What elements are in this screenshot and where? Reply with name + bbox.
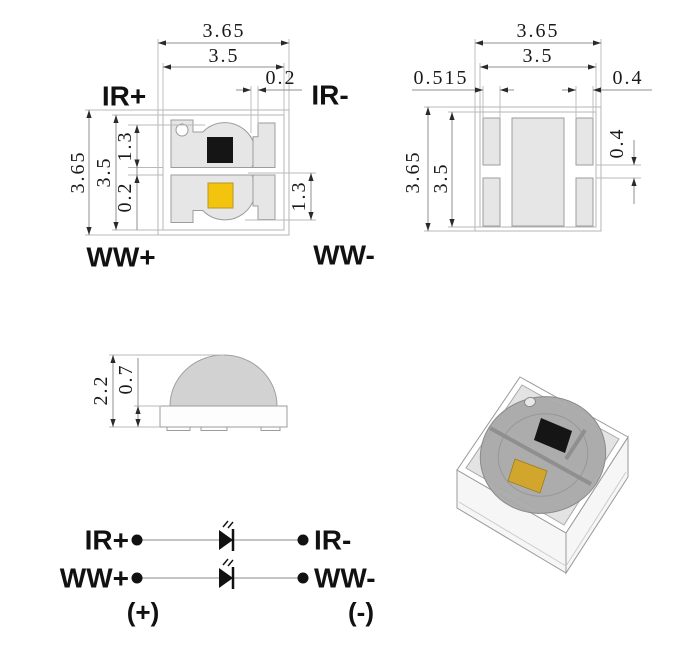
dim-value: 0.7 bbox=[115, 364, 137, 395]
dim-value: 0.4 bbox=[606, 128, 628, 159]
dim-top-outer-width: 3.65 bbox=[474, 20, 602, 107]
dim-value: 1.3 bbox=[114, 131, 136, 162]
dim-top-pad-gap: 0.2 bbox=[236, 67, 302, 133]
pad-left-top bbox=[482, 117, 501, 166]
dim-value: 0.4 bbox=[613, 67, 644, 89]
pad-right-top bbox=[575, 117, 594, 166]
pad-left-bottom bbox=[482, 177, 501, 227]
label-ww-cathode: WW- bbox=[314, 563, 376, 594]
ir-chip-3d bbox=[534, 418, 572, 453]
extension-lines bbox=[482, 86, 501, 117]
ww-cathode-node bbox=[297, 572, 309, 584]
dim-left-outer-height: 3.65 bbox=[402, 106, 475, 232]
emission-arrows bbox=[222, 520, 234, 529]
label-positive: (+) bbox=[127, 597, 160, 627]
dim-left-chip-and-gap: 1.3 0.2 bbox=[114, 124, 205, 230]
slug-gap-lines bbox=[489, 426, 592, 486]
dim-value: 1.3 bbox=[288, 181, 310, 212]
lower-right-pad bbox=[252, 174, 276, 220]
extension-lines bbox=[128, 124, 205, 176]
dimension-arrows bbox=[568, 87, 601, 93]
pad-center-thermal bbox=[511, 117, 565, 227]
extension-lines bbox=[575, 86, 594, 117]
dim-value: 3.5 bbox=[209, 45, 240, 67]
ir-diode-symbol bbox=[219, 520, 235, 551]
ir-cathode-node bbox=[297, 534, 309, 546]
upper-right-pad bbox=[252, 122, 276, 168]
label-ww-plus: WW+ bbox=[86, 242, 155, 273]
diode-triangle bbox=[219, 530, 233, 550]
dim-value: 3.5 bbox=[523, 45, 554, 67]
dimension-arrows bbox=[135, 406, 141, 427]
dim-value: 3.65 bbox=[203, 20, 246, 42]
ir-chip bbox=[207, 137, 233, 163]
dome-details bbox=[489, 413, 592, 497]
bottom-bevel-line bbox=[458, 471, 627, 567]
extension-lines bbox=[479, 63, 597, 112]
top-view-drawing: 3.65 3.5 0.2 3.65 3.5 bbox=[67, 20, 375, 273]
dim-value: 0.2 bbox=[114, 182, 136, 213]
dim-top-outer-width: 3.65 bbox=[157, 20, 290, 110]
dim-right-pad-width: 0.4 bbox=[562, 67, 652, 117]
circuit-schematic: IR+ IR- WW+ WW- (+) (-) bbox=[60, 520, 376, 627]
extension-lines bbox=[250, 86, 259, 133]
dimension-arrows bbox=[631, 157, 637, 186]
extension-lines bbox=[157, 39, 290, 110]
dim-value: 2.2 bbox=[90, 375, 112, 406]
ir-anode-node bbox=[131, 534, 143, 546]
extension-lines bbox=[162, 63, 285, 115]
dim-left-pad-width: 0.515 bbox=[412, 67, 514, 117]
dim-value: 3.65 bbox=[67, 151, 89, 194]
dim-value: 3.65 bbox=[402, 151, 424, 194]
package-base bbox=[159, 405, 288, 428]
dim-value: 3.5 bbox=[430, 163, 452, 194]
dimension-arrows bbox=[110, 355, 116, 427]
extension-lines bbox=[85, 109, 158, 236]
dim-base-height: 0.7 bbox=[115, 358, 161, 427]
bottom-pads bbox=[166, 426, 281, 431]
label-ww-minus: WW- bbox=[313, 240, 375, 271]
silicone-dome bbox=[169, 354, 278, 407]
dim-total-height: 2.2 bbox=[90, 354, 224, 428]
extension-lines bbox=[109, 354, 224, 428]
dimension-arrows bbox=[243, 87, 266, 93]
dim-left-inner-height: 3.5 bbox=[430, 111, 480, 228]
dim-top-inner-width: 3.5 bbox=[162, 45, 285, 115]
dimension-arrows bbox=[475, 87, 508, 93]
label-ww-anode: WW+ bbox=[60, 563, 129, 594]
extension-lines bbox=[448, 111, 480, 228]
label-ir-minus: IR- bbox=[311, 80, 348, 111]
dim-right-pad-height: 1.3 bbox=[245, 172, 316, 221]
perspective-view bbox=[456, 376, 629, 575]
ww-anode-node bbox=[131, 572, 143, 584]
ww-diode-symbol bbox=[219, 558, 235, 589]
slug-edge-outline bbox=[497, 413, 589, 497]
pad-right-bottom bbox=[575, 177, 594, 227]
label-ir-plus: IR+ bbox=[102, 81, 146, 112]
polarity-mark-hole bbox=[175, 123, 189, 137]
extension-lines bbox=[245, 172, 316, 221]
dim-value: 3.5 bbox=[93, 157, 115, 188]
emission-arrows bbox=[222, 558, 234, 567]
dim-value: 0.2 bbox=[266, 67, 297, 89]
polarity-mark-hole-3d bbox=[524, 396, 536, 408]
bottom-view-drawing: 3.65 3.5 0.515 0.4 0.4 bbox=[402, 20, 652, 232]
ww-chip-3d bbox=[507, 458, 548, 494]
extension-lines bbox=[424, 106, 475, 232]
label-negative: (-) bbox=[348, 597, 374, 627]
dim-left-outer-height: 3.65 bbox=[67, 109, 158, 236]
extension-lines bbox=[474, 39, 602, 107]
extension-lines bbox=[596, 164, 641, 179]
dim-value: 3.65 bbox=[517, 20, 560, 42]
side-view-drawing: 2.2 0.7 bbox=[90, 354, 288, 431]
diode-triangle bbox=[219, 568, 233, 588]
ww-chip bbox=[207, 182, 234, 209]
label-ir-anode: IR+ bbox=[85, 525, 129, 556]
dim-top-inner-width: 3.5 bbox=[479, 45, 597, 112]
label-ir-cathode: IR- bbox=[314, 525, 351, 556]
dim-value: 0.515 bbox=[414, 67, 469, 89]
dim-right-pad-gap: 0.4 bbox=[596, 128, 641, 204]
